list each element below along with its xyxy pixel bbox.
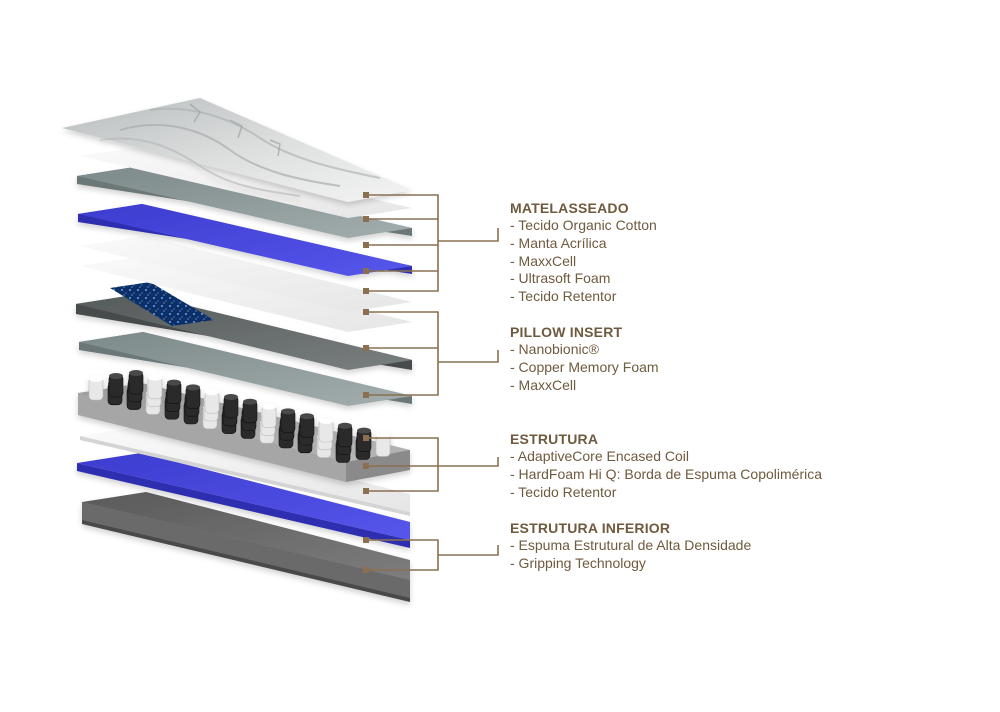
group-item: - Copper Memory Foam [510,358,659,375]
group-item: - MaxxCell [510,376,577,393]
coil-spring-top [300,413,314,420]
group-item: - Tecido Organic Cotton [510,217,657,233]
group-items: - Espuma Estrutural de Alta Densidade - … [510,537,970,573]
group-item: - MaxxCell [510,252,577,269]
layer-high-density-foam [77,453,410,548]
coil-spring-top [129,370,143,376]
group-item: - HardFoam Hi Q: Borda de Espuma Copolim… [510,465,823,482]
group-title: ESTRUTURA [510,431,599,447]
layer-pillow-white-sheet [80,256,412,332]
group-title: MATELASSEADO [510,200,629,216]
group-item: - Manta Acrílica [510,234,607,251]
coil-spring-top [319,418,333,424]
layer-retentor-fabric-lower [80,426,410,516]
leader-lines [366,194,499,571]
coil-spring-top [262,403,276,410]
layer-retentor-fabric-upper [80,236,412,312]
coil-spring-top [89,376,103,382]
group-items: - AdaptiveCore Encased Coil - HardFoam H… [510,448,970,501]
layer-organic-cotton-fabric [62,98,412,202]
group-item: - Gripping Technology [510,554,646,571]
coil-spring-top [281,408,295,415]
layer-gripping-base [82,492,410,602]
leader-dots [363,192,369,573]
layer-nanobionic [110,282,214,326]
coil-spring-top [109,373,123,379]
coil-spring-top [243,398,257,405]
coil-spring-top [186,384,200,391]
leader-group-matelasseado [366,194,439,292]
coil-spring-top [205,389,219,396]
leader-group-estrutura [366,437,439,492]
label-group-estrutura-inferior: ESTRUTURA INFERIOR - Espuma Estrutural d… [510,519,970,573]
group-title: ESTRUTURA INFERIOR [510,520,671,536]
label-group-matelasseado: MATELASSEADO - Tecido Organic Cotton - M… [510,199,970,306]
coil-spring-top [224,394,238,400]
label-group-estrutura: ESTRUTURA - AdaptiveCore Encased Coil - … [510,430,970,501]
coil-spring-top [148,374,162,381]
group-item: - Tecido Retentor [510,288,617,305]
group-items: - Tecido Organic Cotton - Manta Acrílica… [510,217,970,306]
layer-maxxcell-pillow [79,332,412,406]
layer-acrylic-blanket [80,146,412,218]
group-item: - AdaptiveCore Encased Coil [510,448,689,464]
coil-spring-top [357,427,371,434]
group-item: - Nanobionic® [510,341,599,357]
coil-spring-top [376,432,390,439]
group-item: - Espuma Estrutural de Alta Densidade [510,537,752,553]
layer-ultrasoft-foam [78,204,412,276]
label-group-pillow-insert: PILLOW INSERT - Nanobionic® - Copper Mem… [510,323,970,394]
layer-maxxcell-top [77,166,412,238]
leader-group-pillow-insert [366,311,439,396]
group-item: - Tecido Retentor [510,483,617,500]
coil-spring-top [167,379,181,386]
group-title: PILLOW INSERT [510,324,623,340]
group-item: - Ultrasoft Foam [510,270,611,287]
coil-spring-top [338,422,352,429]
group-items: - Nanobionic® - Copper Memory Foam - Max… [510,341,970,394]
